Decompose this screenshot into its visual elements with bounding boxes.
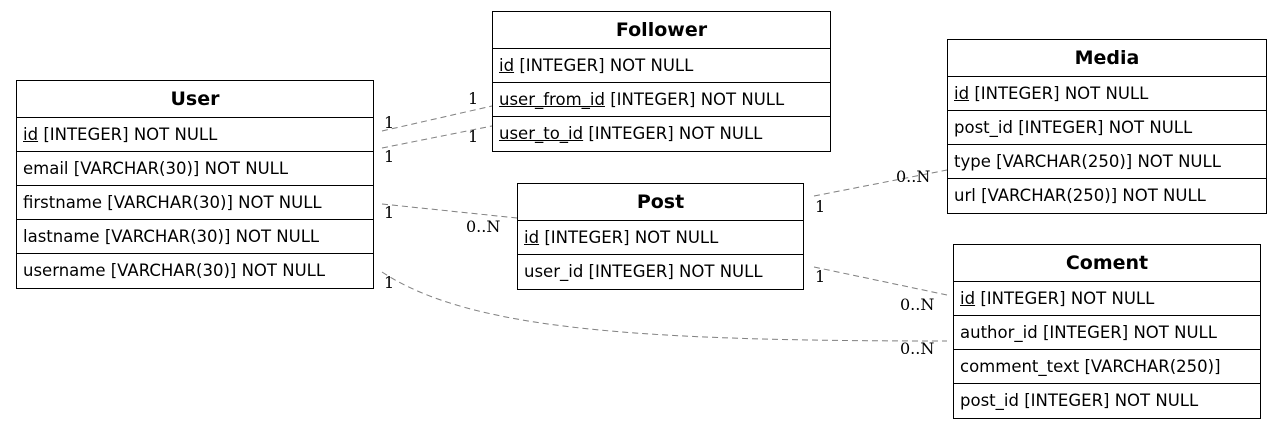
field-user-id: user_id [INTEGER] NOT NULL bbox=[518, 255, 803, 289]
field-name: email bbox=[23, 159, 69, 178]
field-name: post_id bbox=[954, 118, 1013, 137]
cardinality-label: 1 bbox=[815, 267, 825, 286]
relation-user-follower-from: 1 1 bbox=[381, 89, 493, 132]
field-name: username bbox=[23, 261, 106, 280]
cardinality-label: 0..N bbox=[466, 217, 500, 236]
field-id: id [INTEGER] NOT NULL bbox=[493, 49, 830, 83]
field-type: [VARCHAR(250)] NOT NULL bbox=[981, 186, 1206, 205]
field-name: user_from_id bbox=[499, 90, 605, 109]
field-type: [INTEGER] NOT NULL bbox=[588, 124, 763, 143]
field-type: [VARCHAR(250)] NOT NULL bbox=[996, 152, 1221, 171]
entity-title: Media bbox=[948, 40, 1266, 77]
cardinality-label: 1 bbox=[468, 127, 478, 146]
entity-user: User id [INTEGER] NOT NULL email [VARCHA… bbox=[16, 80, 374, 289]
field-comment-text: comment_text [VARCHAR(250)] bbox=[954, 350, 1260, 384]
cardinality-label: 0..N bbox=[896, 167, 930, 186]
field-type: [VARCHAR(30)] NOT NULL bbox=[73, 159, 289, 178]
cardinality-label: 0..N bbox=[900, 339, 934, 358]
cardinality-label: 1 bbox=[384, 113, 394, 132]
field-name: id bbox=[960, 289, 976, 308]
entity-follower: Follower id [INTEGER] NOT NULL user_from… bbox=[492, 11, 831, 152]
relation-line bbox=[813, 169, 948, 197]
field-type: [INTEGER] NOT NULL bbox=[610, 90, 785, 109]
field-firstname: firstname [VARCHAR(30)] NOT NULL bbox=[17, 186, 373, 220]
field-name: lastname bbox=[23, 227, 100, 246]
relation-line bbox=[381, 271, 948, 342]
relation-post-coment: 1 0..N bbox=[813, 266, 948, 314]
field-type: [INTEGER] NOT NULL bbox=[1018, 118, 1193, 137]
field-id: id [INTEGER] NOT NULL bbox=[17, 118, 373, 152]
field-type: [INTEGER] NOT NULL bbox=[980, 289, 1155, 308]
entity-title: User bbox=[17, 81, 373, 118]
field-user-from-id: user_from_id [INTEGER] NOT NULL bbox=[493, 83, 830, 117]
field-name: id bbox=[23, 125, 39, 144]
field-email: email [VARCHAR(30)] NOT NULL bbox=[17, 152, 373, 186]
field-type: [VARCHAR(30)] NOT NULL bbox=[110, 261, 326, 280]
entity-post: Post id [INTEGER] NOT NULL user_id [INTE… bbox=[517, 183, 804, 290]
field-name: url bbox=[954, 186, 976, 205]
field-name: comment_text bbox=[960, 357, 1080, 376]
field-name: type bbox=[954, 152, 991, 171]
cardinality-label: 1 bbox=[384, 273, 394, 292]
relation-line bbox=[813, 266, 948, 296]
field-name: firstname bbox=[23, 193, 103, 212]
cardinality-label: 1 bbox=[468, 89, 478, 108]
field-type: [INTEGER] NOT NULL bbox=[1042, 323, 1217, 342]
field-type: [INTEGER] NOT NULL bbox=[1024, 391, 1199, 410]
field-post-id: post_id [INTEGER] NOT NULL bbox=[948, 111, 1266, 145]
field-id: id [INTEGER] NOT NULL bbox=[948, 77, 1266, 111]
entity-coment: Coment id [INTEGER] NOT NULL author_id [… bbox=[953, 244, 1261, 419]
field-user-to-id: user_to_id [INTEGER] NOT NULL bbox=[493, 117, 830, 151]
field-name: author_id bbox=[960, 323, 1038, 342]
field-type: [VARCHAR(30)] NOT NULL bbox=[104, 227, 320, 246]
field-username: username [VARCHAR(30)] NOT NULL bbox=[17, 254, 373, 288]
field-type: [INTEGER] NOT NULL bbox=[43, 125, 218, 144]
field-type: [INTEGER] NOT NULL bbox=[974, 84, 1149, 103]
field-name: id bbox=[954, 84, 970, 103]
field-name: id bbox=[499, 56, 515, 75]
field-id: id [INTEGER] NOT NULL bbox=[518, 221, 803, 255]
entity-media: Media id [INTEGER] NOT NULL post_id [INT… bbox=[947, 39, 1267, 214]
cardinality-label: 0..N bbox=[900, 295, 934, 314]
cardinality-label: 1 bbox=[384, 147, 394, 166]
field-name: user_to_id bbox=[499, 124, 584, 143]
relation-line bbox=[381, 125, 493, 149]
field-type: type [VARCHAR(250)] NOT NULL bbox=[948, 145, 1266, 179]
field-lastname: lastname [VARCHAR(30)] NOT NULL bbox=[17, 220, 373, 254]
field-id: id [INTEGER] NOT NULL bbox=[954, 282, 1260, 316]
field-url: url [VARCHAR(250)] NOT NULL bbox=[948, 179, 1266, 213]
relation-user-coment: 1 0..N bbox=[381, 271, 948, 358]
field-type: [VARCHAR(30)] NOT NULL bbox=[107, 193, 322, 212]
field-type: [VARCHAR(250)] bbox=[1084, 357, 1221, 376]
relation-line bbox=[381, 203, 518, 219]
relation-line bbox=[381, 105, 493, 132]
relation-user-follower-to: 1 1 bbox=[381, 125, 493, 166]
cardinality-label: 1 bbox=[815, 197, 825, 216]
field-name: id bbox=[524, 228, 540, 247]
entity-title: Follower bbox=[493, 12, 830, 49]
cardinality-label: 1 bbox=[384, 203, 394, 222]
relation-user-post: 1 0..N bbox=[381, 203, 518, 236]
field-type: [INTEGER] NOT NULL bbox=[519, 56, 694, 75]
entity-title: Coment bbox=[954, 245, 1260, 282]
relation-post-media: 1 0..N bbox=[813, 167, 948, 216]
field-author-id: author_id [INTEGER] NOT NULL bbox=[954, 316, 1260, 350]
field-name: user_id bbox=[524, 262, 584, 281]
field-name: post_id bbox=[960, 391, 1019, 410]
field-type: [INTEGER] NOT NULL bbox=[544, 228, 719, 247]
entity-title: Post bbox=[518, 184, 803, 221]
field-type: [INTEGER] NOT NULL bbox=[588, 262, 763, 281]
field-post-id: post_id [INTEGER] NOT NULL bbox=[954, 384, 1260, 418]
